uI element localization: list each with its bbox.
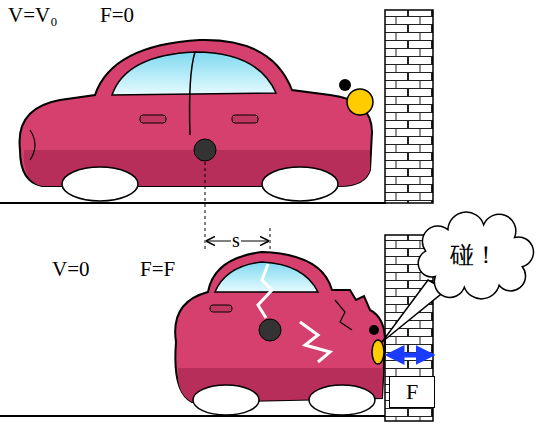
wheel: [62, 167, 138, 201]
force-label: F=0: [100, 4, 134, 27]
exclamation-text: 碰！: [450, 242, 498, 268]
headlight: [372, 340, 384, 364]
door-handle: [140, 115, 166, 123]
cloud-shape: [418, 212, 533, 299]
wheel: [262, 167, 338, 201]
car-intact: [20, 40, 374, 201]
door-line: [190, 52, 195, 135]
crack-line: [258, 264, 272, 318]
wheel: [309, 385, 375, 415]
bumper-mark: [369, 325, 379, 335]
brick-wall: [385, 10, 433, 203]
headlight: [347, 89, 373, 115]
center-mark: [194, 139, 216, 161]
crack-line: [300, 322, 330, 362]
force-arrow: [392, 353, 428, 358]
ground-line: [0, 202, 386, 204]
force-box: F: [389, 376, 435, 408]
car-crashed: [175, 252, 385, 415]
center-mark: [259, 319, 281, 341]
displacement-label: s: [231, 229, 241, 251]
force-label: F=F: [140, 258, 175, 281]
ground-line: [0, 415, 386, 417]
door-handle: [210, 305, 232, 312]
speech-bubble: 碰！: [416, 216, 532, 294]
car-body: [175, 252, 385, 402]
force-symbol: F: [406, 380, 418, 404]
velocity-label: V=0: [52, 258, 90, 281]
velocity-label: V=V₀: [8, 4, 58, 27]
tail-line: [30, 130, 35, 160]
dashed-guide: [205, 162, 206, 252]
door-handle: [232, 115, 258, 123]
wheel: [193, 385, 259, 415]
bumper-mark: [339, 79, 351, 91]
crumple-line: [335, 300, 352, 330]
car-body: [20, 40, 373, 186]
